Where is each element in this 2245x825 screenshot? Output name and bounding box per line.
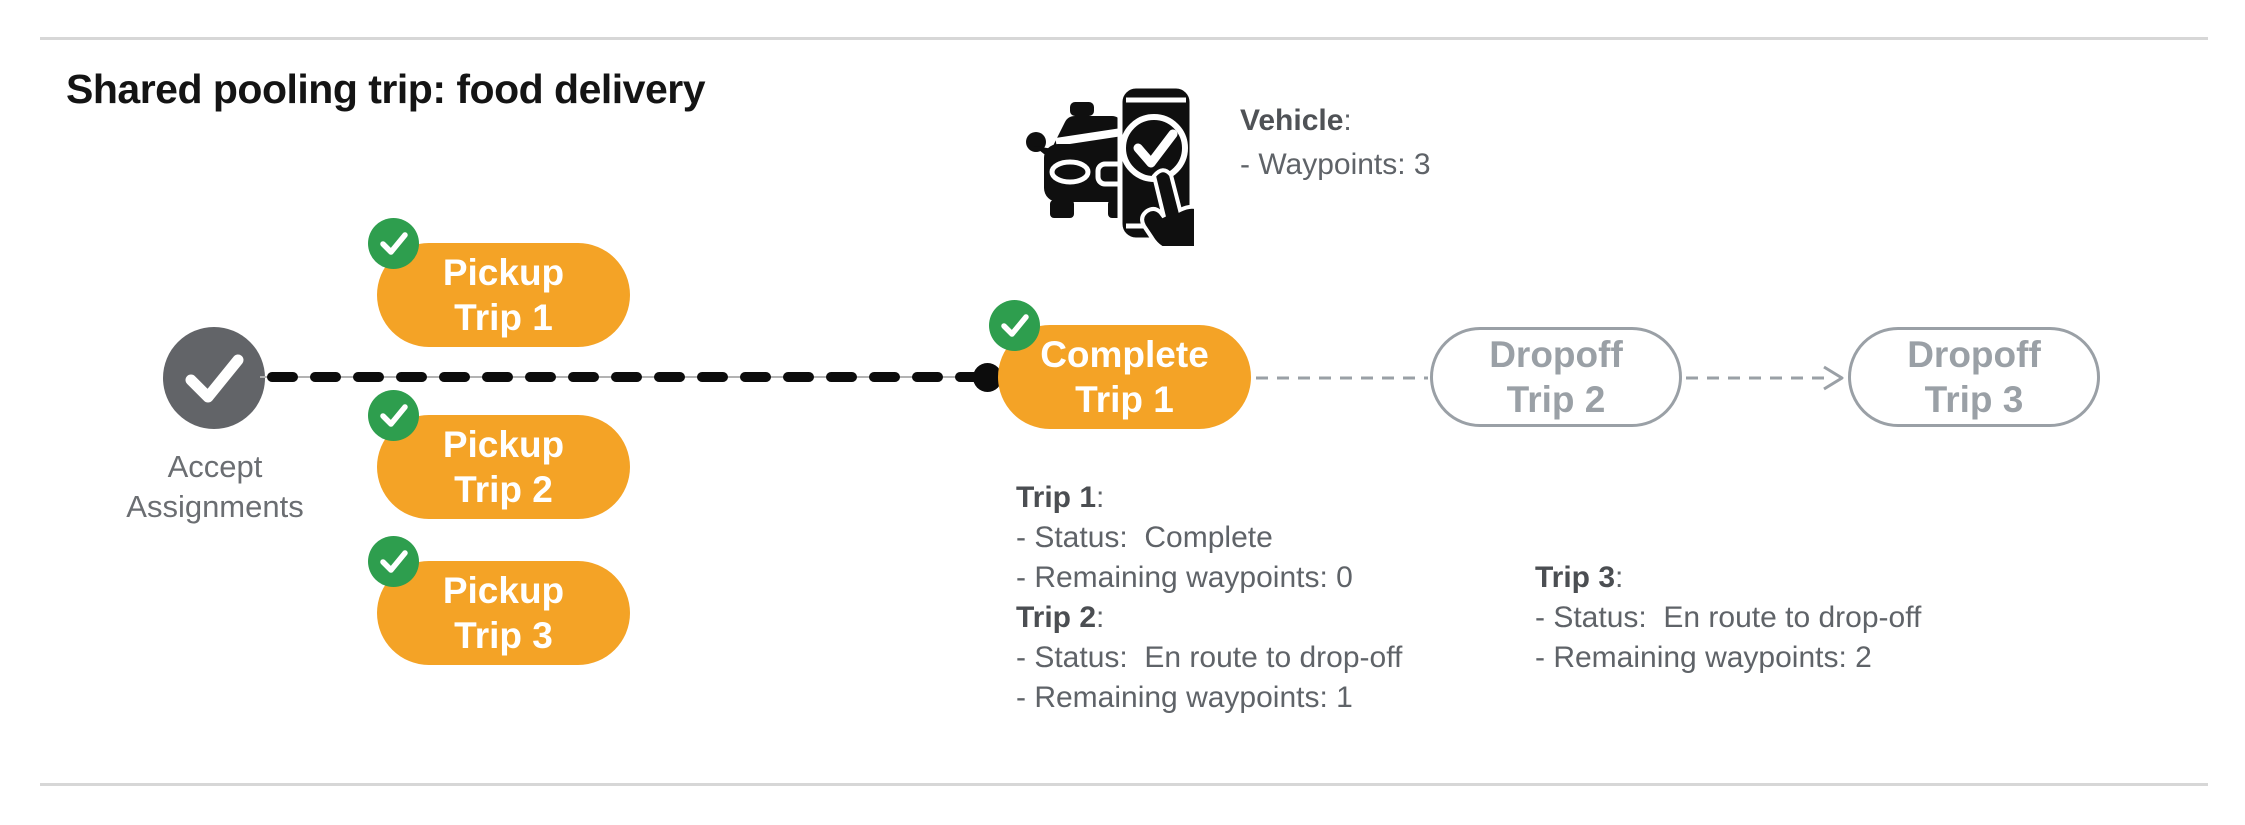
complete-trip-1-pill: Complete Trip 1: [998, 325, 1251, 429]
arrowhead-icon: [1823, 365, 1844, 391]
main-route-connector: [260, 372, 986, 382]
trip-2-header: Trip 2:: [1016, 601, 1105, 634]
dropoff-trip-3-pill: Dropoff Trip 3: [1848, 327, 2100, 427]
trip-2-waypoints: - Remaining waypoints: 1: [1016, 681, 1353, 714]
accept-assignments-label: Accept Assignments: [126, 449, 304, 524]
trip-3-status: - Status: En route to drop-off: [1535, 601, 1922, 634]
vehicle-info-title: Vehicle:: [1240, 99, 1431, 143]
check-circle-icon: [1120, 114, 1188, 182]
pickup-trip-1-check-badge: [368, 218, 419, 269]
trip-2-status: - Status: En route to drop-off: [1016, 641, 1403, 674]
route-current-position-dot: [973, 363, 1002, 392]
connector-complete-to-dropoff2: [1256, 376, 1428, 380]
dropoff-trip-2-pill: Dropoff Trip 2: [1430, 327, 1682, 427]
complete-trip-1-check-badge: [989, 300, 1040, 351]
pickup-trip-1-pill: Pickup Trip 1: [377, 243, 630, 347]
trip-status-block-2: Trip 3: - Status: En route to drop-off -…: [1535, 558, 1921, 678]
tap-hand-icon: [1140, 168, 1194, 246]
vehicle-label-colon: :: [1343, 104, 1352, 137]
check-icon: [1000, 313, 1029, 337]
check-icon: [379, 231, 408, 255]
pickup-trip-3-check-badge: [368, 536, 419, 587]
trip-3-waypoints: - Remaining waypoints: 2: [1535, 641, 1872, 674]
check-icon: [379, 403, 408, 427]
vehicle-label: Vehicle: [1240, 104, 1344, 137]
vehicle-waypoints: - Waypoints: 3: [1240, 148, 1431, 181]
page-title: Shared pooling trip: food delivery: [66, 66, 706, 112]
trip-1-status: - Status: Complete: [1016, 521, 1273, 554]
vehicle-info: Vehicle: - Waypoints: 3: [1240, 99, 1431, 187]
vehicle-icon: [1026, 83, 1194, 246]
trip-1-waypoints: - Remaining waypoints: 0: [1016, 561, 1353, 594]
trip-1-header: Trip 1:: [1016, 481, 1105, 514]
bottom-divider: [40, 783, 2208, 786]
pickup-trip-2-pill: Pickup Trip 2: [377, 415, 630, 519]
trip-3-header: Trip 3:: [1535, 561, 1624, 594]
trip-status-block-1: Trip 1: - Status: Complete - Remaining w…: [1016, 478, 1402, 718]
check-icon: [379, 549, 408, 573]
accept-assignments-node: [163, 327, 265, 429]
check-icon: [185, 354, 244, 403]
pickup-trip-3-pill: Pickup Trip 3: [377, 561, 630, 665]
connector-dropoff2-to-dropoff3: [1686, 365, 1844, 391]
pickup-trip-2-check-badge: [368, 390, 419, 441]
top-divider: [40, 37, 2208, 40]
